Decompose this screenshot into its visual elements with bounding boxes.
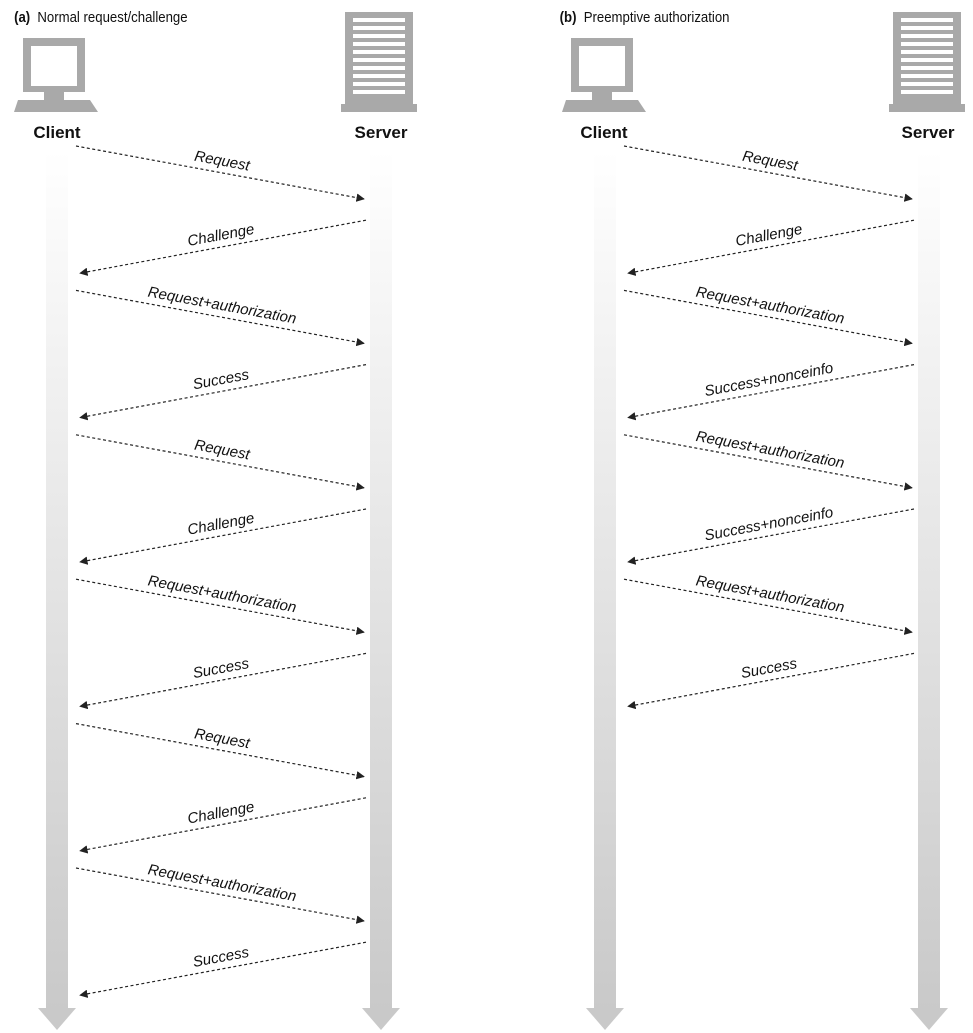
message-arrow <box>79 508 367 565</box>
message-to-client: Success+nonceinfo <box>627 360 915 421</box>
message-label: Success <box>739 655 798 682</box>
message-label: Challenge <box>186 221 256 250</box>
message-arrow <box>79 941 367 998</box>
message-arrow <box>623 289 913 347</box>
panel-b-tag: (b) <box>560 8 577 25</box>
computer-monitor-icon <box>14 38 98 112</box>
message-arrow <box>627 364 915 421</box>
message-to-client: Challenge <box>79 508 367 565</box>
message-to-client: Success+nonceinfo <box>627 504 915 565</box>
message-label: Request <box>193 148 252 175</box>
message-label: Request <box>741 148 800 175</box>
message-label: Challenge <box>186 510 256 539</box>
message-to-client: Success <box>79 652 367 710</box>
message-label: Success+nonceinfo <box>703 504 834 544</box>
server-lifeline <box>362 150 400 1030</box>
client-label: Client <box>580 123 628 142</box>
message-label: Success <box>191 944 250 971</box>
message-list: RequestChallengeRequest+authorizationSuc… <box>623 145 915 710</box>
message-to-server: Request <box>75 145 365 202</box>
server-label: Server <box>902 123 955 142</box>
message-arrow <box>627 508 915 565</box>
message-to-server: Request+authorization <box>75 284 365 347</box>
panel-normal-request-challenge: (a) Normal request/challenge Client S <box>14 8 417 1030</box>
message-to-client: Success <box>79 364 367 421</box>
message-to-server: Request+authorization <box>75 861 365 924</box>
server-lifeline <box>910 150 948 1030</box>
server-tower-icon <box>889 12 965 112</box>
message-to-server: Request <box>75 723 365 780</box>
message-label: Success <box>191 366 250 393</box>
message-label: Success+nonceinfo <box>703 360 834 400</box>
message-to-client: Challenge <box>79 797 367 854</box>
server-tower-icon <box>341 12 417 112</box>
message-label: Request+authorization <box>147 572 298 616</box>
panel-b-title-text: Preemptive authorization <box>584 8 730 25</box>
panel-a-title: (a) Normal request/challenge <box>14 8 188 25</box>
message-label: Request <box>193 725 252 752</box>
message-to-server: Request <box>623 145 913 202</box>
message-to-client: Success <box>627 652 915 710</box>
server-label: Server <box>355 123 408 142</box>
message-to-client: Challenge <box>627 219 915 276</box>
message-arrow <box>623 145 913 202</box>
panel-b-title: (b) Preemptive authorization <box>560 8 730 25</box>
panel-a-tag: (a) <box>14 8 30 25</box>
client-label: Client <box>33 123 81 142</box>
message-to-client: Challenge <box>79 219 367 276</box>
message-list: RequestChallengeRequest+authorizationSuc… <box>75 145 367 998</box>
message-label: Challenge <box>734 221 804 250</box>
message-arrow <box>75 578 365 635</box>
message-arrow <box>75 289 365 347</box>
computer-monitor-icon <box>562 38 646 112</box>
message-label: Challenge <box>186 798 256 827</box>
message-label: Request+authorization <box>695 428 846 472</box>
client-lifeline <box>38 150 76 1030</box>
message-to-server: Request+authorization <box>623 284 913 347</box>
message-arrow <box>623 434 913 491</box>
message-arrow <box>79 797 367 854</box>
message-label: Request+authorization <box>695 284 846 328</box>
message-label: Request <box>193 437 252 464</box>
message-to-server: Request+authorization <box>75 572 365 635</box>
message-to-client: Success <box>79 941 367 998</box>
message-arrow <box>627 219 915 276</box>
message-arrow <box>75 434 365 491</box>
panel-a-title-text: Normal request/challenge <box>37 8 187 25</box>
message-arrow <box>79 219 367 276</box>
message-arrow <box>79 364 367 421</box>
message-arrow <box>75 145 365 202</box>
message-to-server: Request+authorization <box>623 572 913 635</box>
message-arrow <box>75 723 365 780</box>
message-label: Success <box>191 655 250 682</box>
message-arrow <box>623 578 913 635</box>
panel-preemptive-authorization: (b) Preemptive authorization Client Serv… <box>560 8 965 1030</box>
message-label: Request+authorization <box>147 284 298 328</box>
message-label: Request+authorization <box>147 861 298 905</box>
client-lifeline <box>586 150 624 1030</box>
message-to-server: Request+authorization <box>623 428 913 491</box>
message-arrow <box>79 652 367 710</box>
message-label: Request+authorization <box>695 572 846 616</box>
message-to-server: Request <box>75 434 365 491</box>
message-arrow <box>75 867 365 924</box>
message-arrow <box>627 652 915 710</box>
